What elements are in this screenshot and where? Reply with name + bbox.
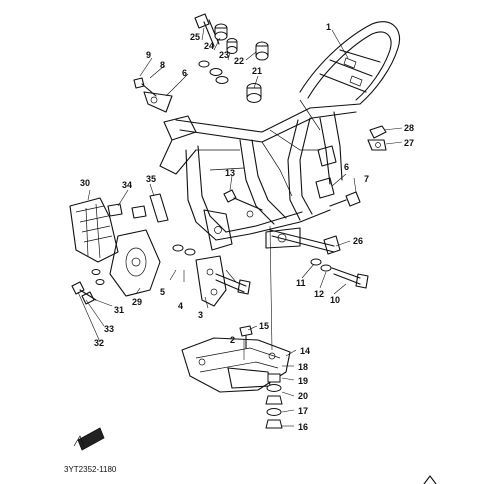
pivot-bushing-set [194,13,269,103]
cover-damper [107,193,169,223]
callout-7: 7 [364,174,369,184]
main-frame [159,21,400,251]
callout-23: 23 [219,50,229,60]
callout-25: 25 [190,32,200,42]
callout-17: 17 [298,406,308,416]
callout-8: 8 [160,60,165,70]
callout-32: 32 [94,338,104,348]
side-plate-bolts [71,269,105,305]
mount-bolt-center [223,189,263,211]
callout-12: 12 [314,289,324,299]
callout-30: 30 [80,178,90,188]
callout-26: 26 [353,236,363,246]
callout-2: 2 [230,335,235,345]
callout-22: 22 [234,56,244,66]
callout-31: 31 [114,305,124,315]
callout-6a: 6 [182,68,187,78]
engine-through-bolt [269,229,341,255]
callout-34: 34 [122,180,132,190]
callout-35: 35 [146,174,156,184]
skid-plate-bolts [239,325,283,429]
callout-11: 11 [296,278,306,288]
callout-9: 9 [146,50,151,60]
callout-27: 27 [404,138,414,148]
engine-mount-bracket-lower [172,244,251,307]
callout-13: 13 [225,168,235,178]
mount-bolt-right [329,191,361,207]
callout-28: 28 [404,123,414,133]
diagram-code: 3YT2352-1180 [64,465,117,474]
callout-15: 15 [259,321,269,331]
corner-mark [423,475,437,484]
callout-1: 1 [326,22,331,32]
side-plate [109,229,161,297]
callout-3: 3 [198,310,203,320]
callout-4: 4 [178,301,183,311]
skid-plate [181,337,291,393]
side-cover [69,197,119,263]
callout-33: 33 [104,324,114,334]
callout-10: 10 [330,295,340,305]
callout-14: 14 [300,346,310,356]
lower-bolt-set [310,258,369,289]
callout-5: 5 [160,287,165,297]
callout-20: 20 [298,391,308,401]
engine-mount-bracket-upper [133,77,173,113]
callout-6b: 6 [344,162,349,172]
leader-lines [77,27,403,427]
cable-clip [367,125,387,151]
callout-29: 29 [132,297,142,307]
callout-21: 21 [252,66,262,76]
callout-24: 24 [204,41,214,51]
callout-19: 19 [298,376,308,386]
callout-18: 18 [298,362,308,372]
forward-arrow-icon [73,427,105,451]
callout-16: 16 [298,422,308,432]
callout-labels: 1 2 3 4 5 6 6 7 8 9 10 11 12 13 14 15 16… [80,22,414,432]
